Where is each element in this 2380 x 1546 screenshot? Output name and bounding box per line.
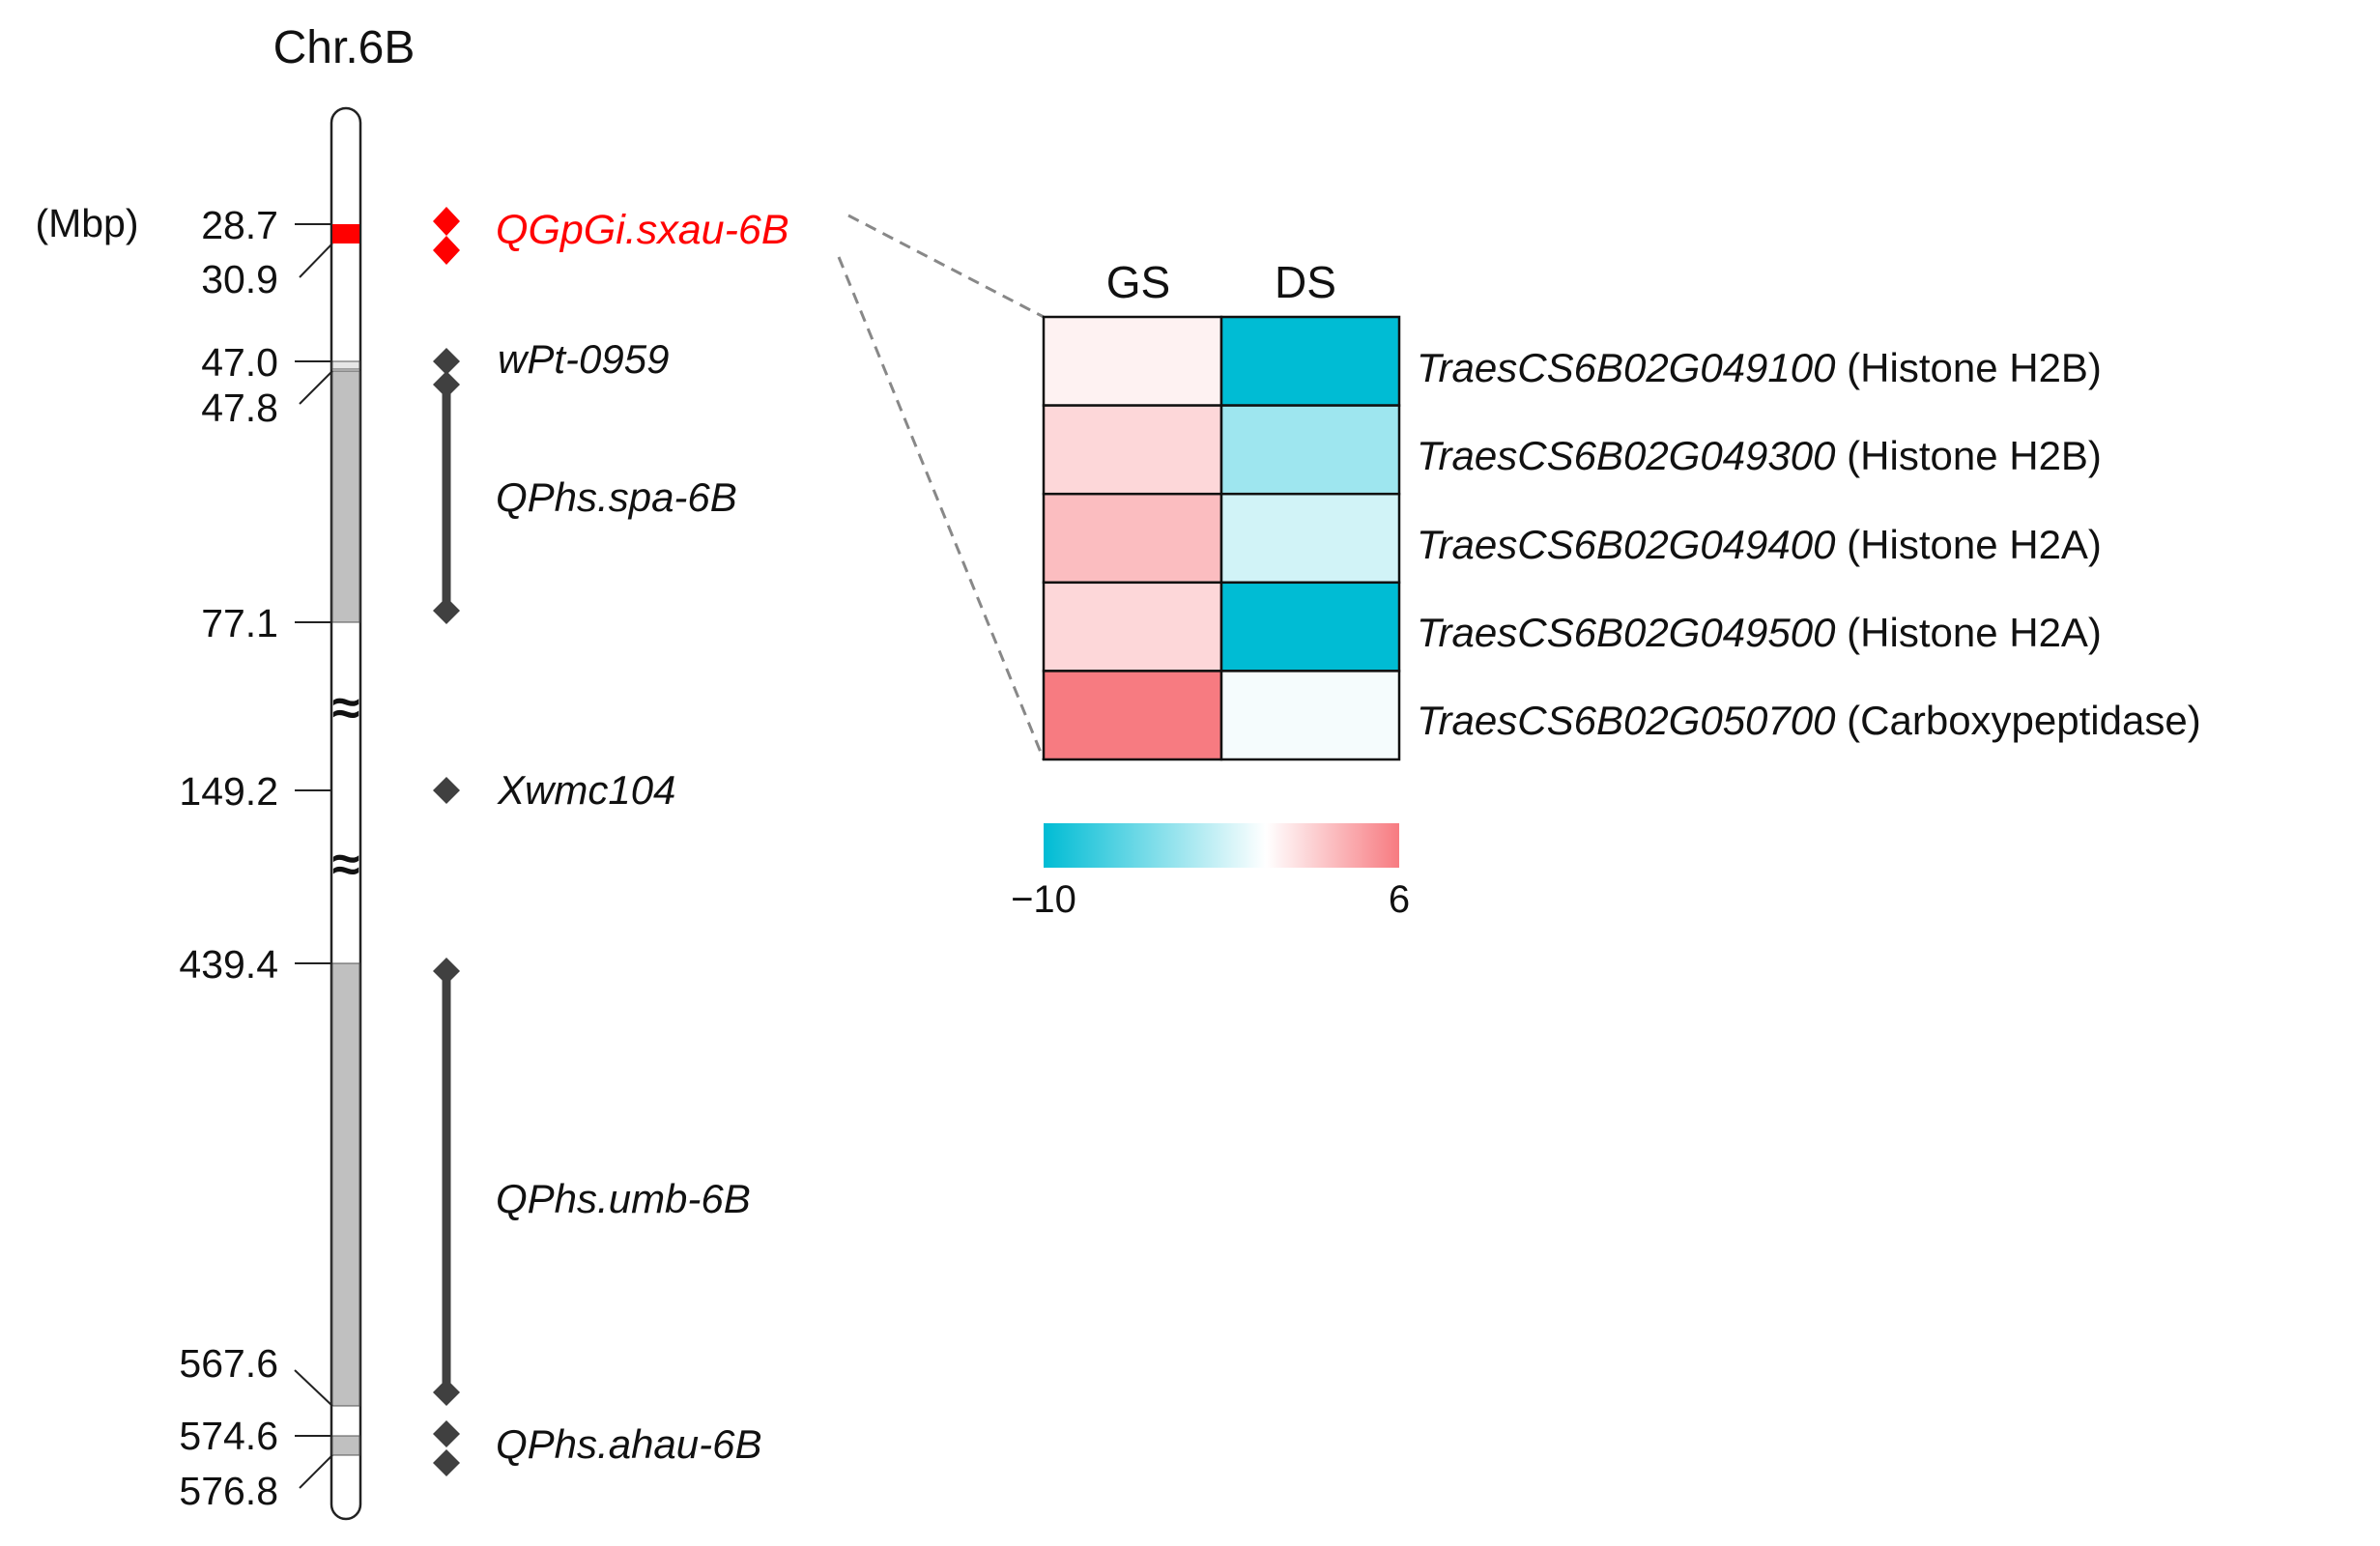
- target-qtl-symbol: [433, 207, 460, 265]
- diamond-icon: [433, 236, 460, 265]
- connector-bottom: [837, 256, 1046, 760]
- heatmap-cell: [1042, 404, 1223, 496]
- diamond-icon: [433, 1449, 460, 1476]
- position-label: 30.9: [201, 257, 278, 301]
- gene-row-label: TraesCS6B02G049100 (Histone H2B): [1417, 345, 2102, 390]
- position-label: 47.8: [201, 386, 278, 430]
- marker-label: Xwmc104: [497, 767, 675, 813]
- position-label: 28.7: [201, 203, 278, 247]
- column-header: DS: [1275, 257, 1336, 307]
- diamond-icon: [433, 958, 460, 985]
- position-label: 439.4: [179, 942, 278, 987]
- tick-576-8: [299, 1454, 333, 1489]
- column-header: GS: [1106, 257, 1170, 307]
- marker-label: QPhs.umb-6B: [496, 1176, 751, 1221]
- heatmap-cells: [1042, 315, 1401, 761]
- diamond-icon: [433, 1379, 460, 1406]
- tick-47-8: [299, 370, 333, 405]
- scale-max-label: 6: [1389, 878, 1410, 921]
- band-wpt: [331, 360, 360, 370]
- marker-symbols: [433, 348, 460, 1476]
- connector-top: [847, 214, 1045, 319]
- target-region: [332, 224, 359, 243]
- position-label: 47.0: [201, 340, 278, 385]
- heatmap-cell: [1042, 492, 1223, 585]
- position-labels: 28.7 30.9 47.0 47.8 77.1 149.2 439.4 567…: [179, 203, 278, 1513]
- heatmap-cell: [1219, 492, 1401, 585]
- target-qtl-label: QGpGi.sxau-6B: [496, 207, 789, 253]
- gene-row-label: TraesCS6B02G050700 (Carboxypeptidase): [1417, 698, 2201, 743]
- band-umb: [331, 962, 360, 1407]
- position-label: 149.2: [179, 769, 278, 814]
- diamond-icon: [433, 207, 460, 236]
- heatmap-cell: [1219, 404, 1401, 496]
- diamond-icon: [433, 597, 460, 624]
- heatmap-cell: [1219, 581, 1401, 673]
- heatmap: GS DS TraesCS6B02G049100 (Histone H2B) T…: [1042, 257, 2201, 761]
- chromosome-bar: [330, 106, 362, 1521]
- break-mark-1: ≈: [332, 680, 360, 736]
- heatmap-cell: [1042, 315, 1223, 407]
- gene-labels: TraesCS6B02G049100 (Histone H2B) TraesCS…: [1417, 345, 2201, 743]
- marker-label: QPhs.spa-6B: [496, 474, 737, 520]
- heatmap-cell: [1042, 581, 1223, 673]
- tick-30-9: [299, 243, 333, 278]
- heatmap-cell: [1219, 670, 1401, 761]
- marker-label: QPhs.ahau-6B: [496, 1421, 762, 1467]
- color-scale: −10 6: [1011, 823, 1410, 921]
- gene-row-label: TraesCS6B02G049400 (Histone H2A): [1417, 522, 2102, 567]
- color-scale-bar: [1044, 823, 1399, 868]
- diamond-icon: [433, 371, 460, 398]
- position-label: 574.6: [179, 1414, 278, 1458]
- unit-label: (Mbp): [35, 201, 138, 245]
- tick-567-6: [294, 1369, 333, 1407]
- marker-label: wPt-0959: [498, 336, 669, 382]
- position-label: 567.6: [179, 1341, 278, 1386]
- diamond-icon: [433, 1420, 460, 1447]
- position-label: 576.8: [179, 1469, 278, 1513]
- zoom-connectors: [837, 214, 1046, 760]
- chromosome-title: Chr.6B: [273, 22, 416, 73]
- break-mark-2: ≈: [332, 837, 360, 893]
- scale-min-label: −10: [1011, 878, 1076, 921]
- diamond-icon: [433, 348, 460, 375]
- diamond-icon: [433, 777, 460, 804]
- band-ahau: [331, 1435, 360, 1456]
- position-label: 77.1: [201, 601, 278, 645]
- band-spa: [331, 370, 360, 623]
- heatmap-cell: [1219, 315, 1401, 407]
- heatmap-cell: [1042, 670, 1223, 761]
- position-ticks: [294, 223, 333, 1489]
- gene-row-label: TraesCS6B02G049300 (Histone H2B): [1417, 433, 2102, 478]
- gene-row-label: TraesCS6B02G049500 (Histone H2A): [1417, 610, 2102, 655]
